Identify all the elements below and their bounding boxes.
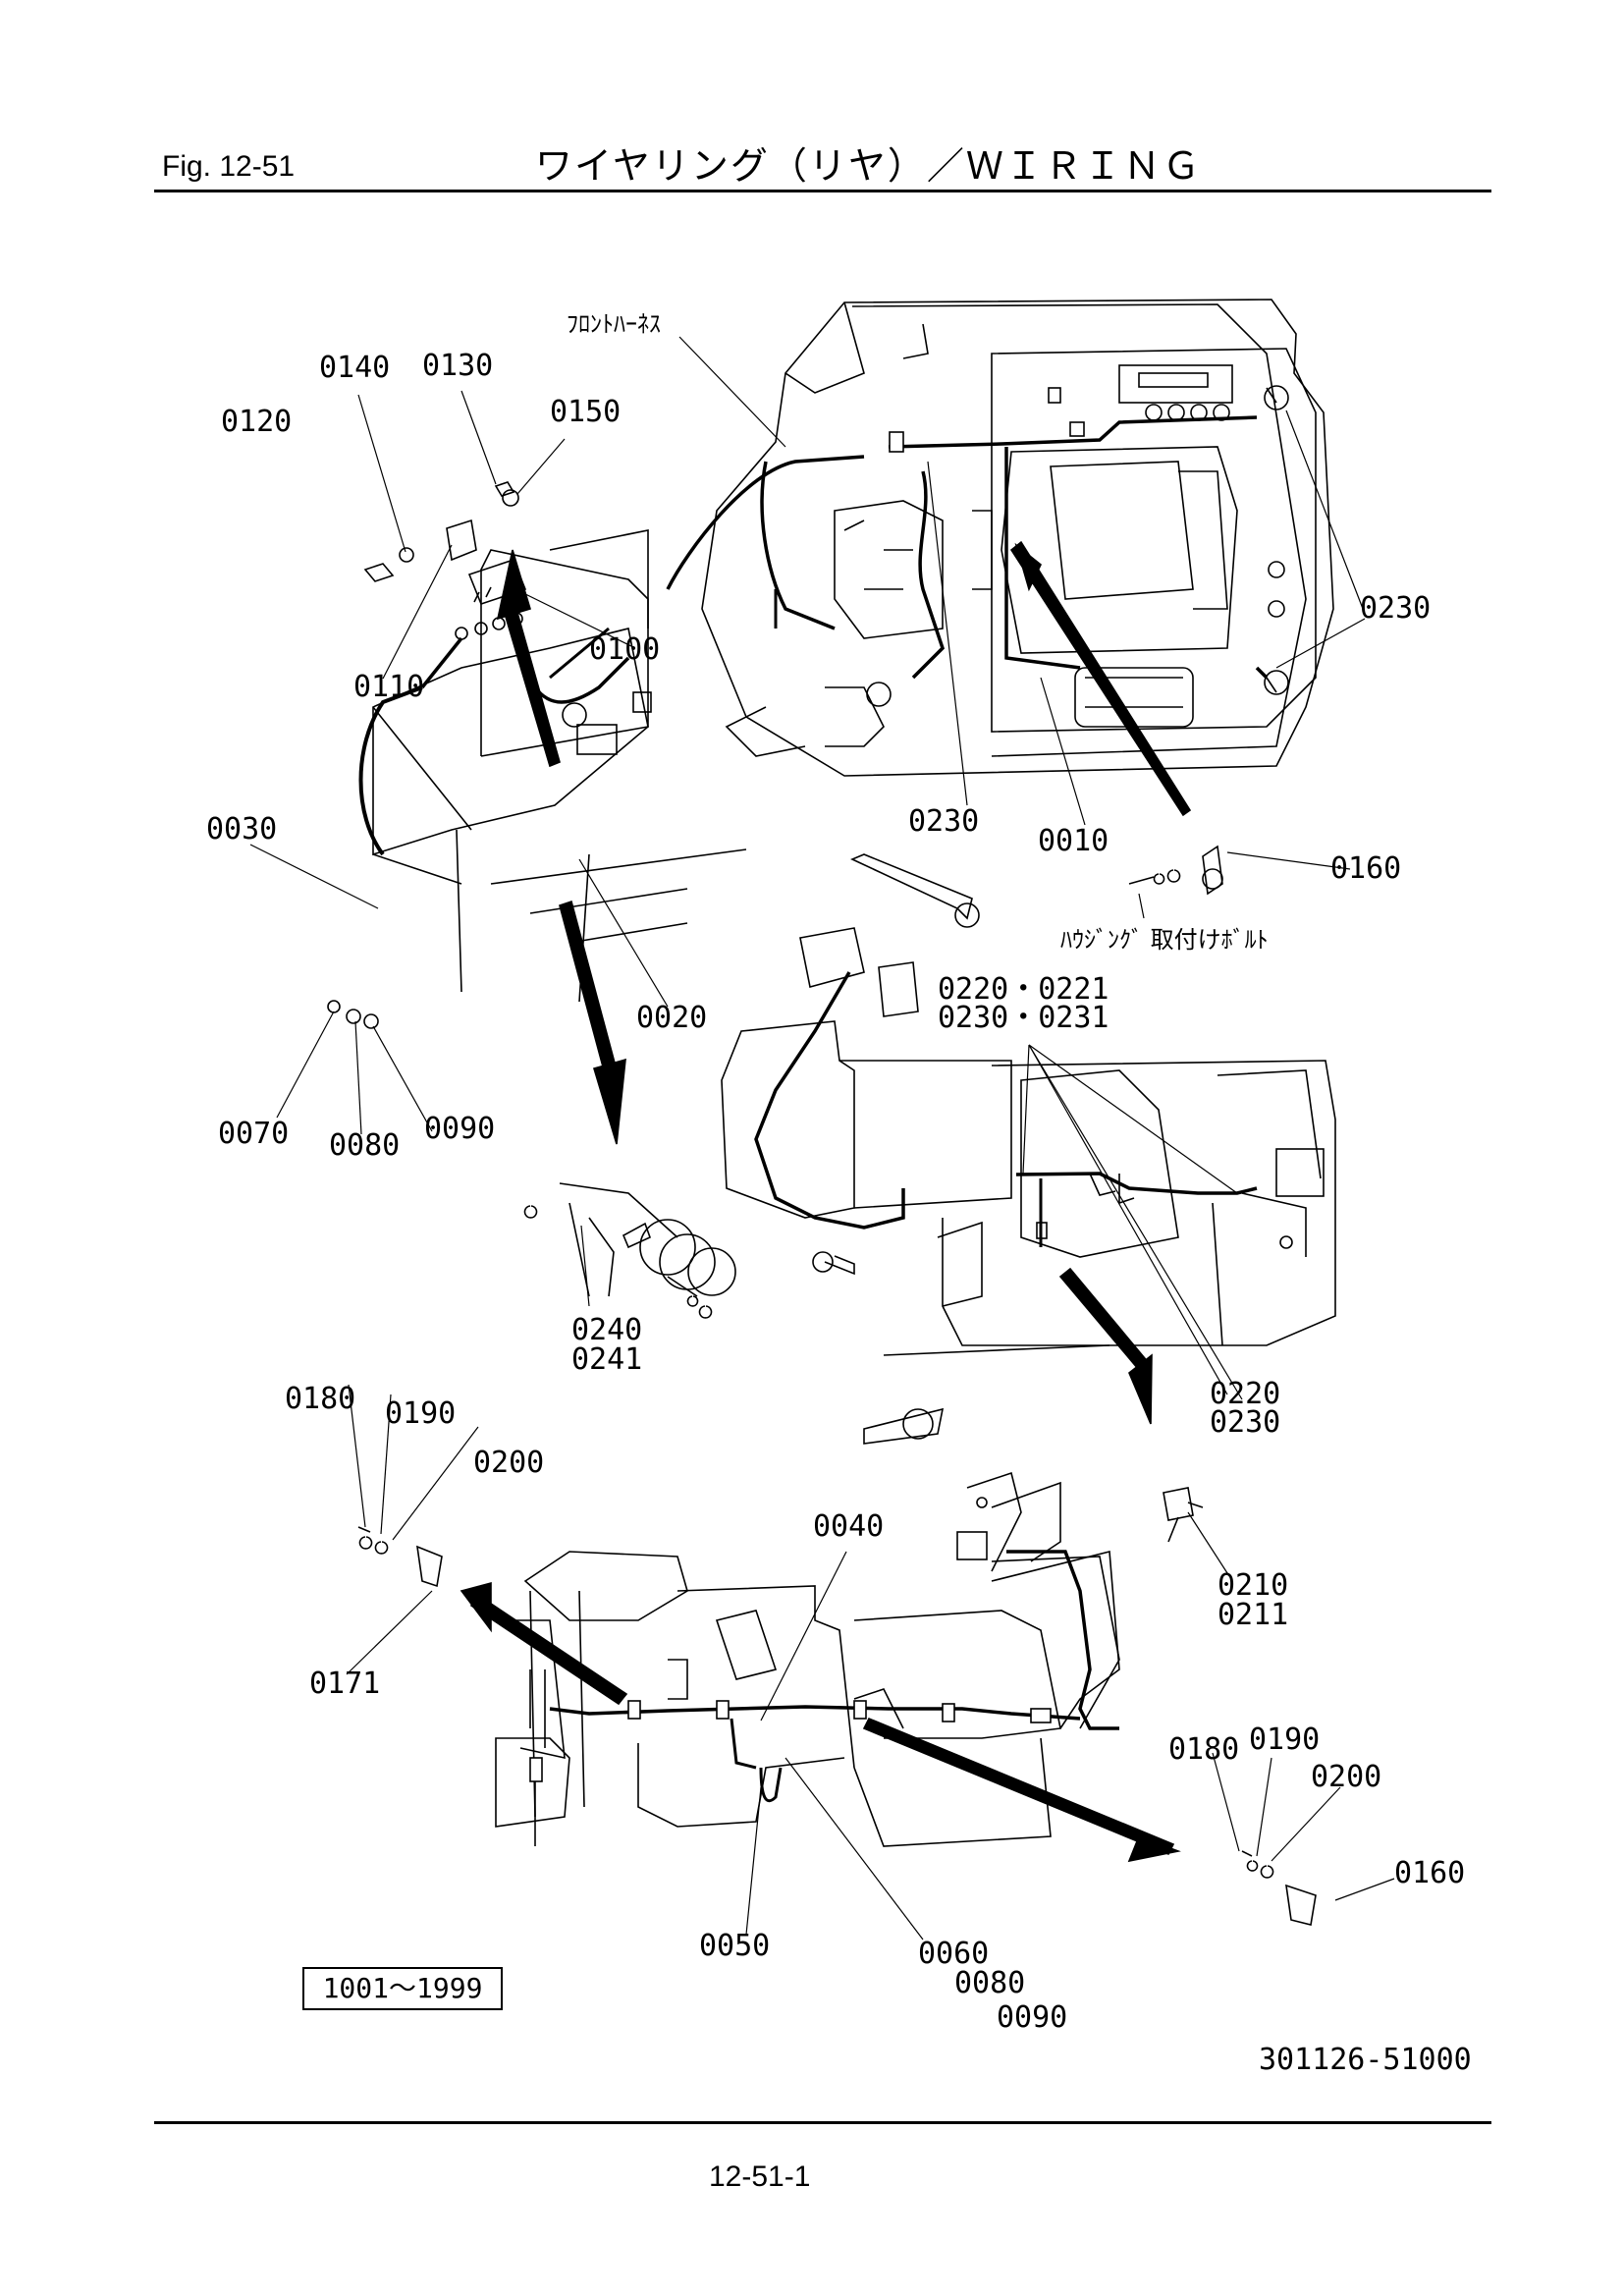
callout-0230-side: 0230: [1210, 1405, 1281, 1440]
callout-0230-0231: 0230・0231: [938, 1001, 1109, 1035]
callout-0100: 0100: [589, 632, 661, 667]
drawing-number: 301126-51000: [1259, 2043, 1472, 2077]
housing-bolt-label: ﾊｳｼﾞﾝｸﾞ 取付けﾎﾞﾙﾄ: [1060, 926, 1269, 954]
page-title: ワイヤリング（リヤ）／ＷＩＲＩＮＧ: [535, 144, 1202, 188]
footer-rule: [154, 2121, 1491, 2124]
battery-hardware: [327, 1000, 379, 1029]
top-view-tractor: [666, 299, 1334, 777]
serial-range-box: 1001～1999: [302, 1967, 503, 2010]
callout-0210: 0210: [1217, 1568, 1289, 1603]
view-arrow-down: [559, 900, 626, 1145]
bracket-0210: [1163, 1487, 1230, 1577]
header-rule: [154, 190, 1491, 192]
callout-0040: 0040: [813, 1509, 885, 1544]
page-number: 12-51-1: [709, 2160, 811, 2193]
relay-assembly: [363, 481, 527, 605]
bottom-tractor: [495, 1407, 1120, 1847]
callout-0200-right: 0200: [1311, 1760, 1382, 1794]
bottom-hardware: [357, 1526, 1317, 1926]
view-arrow-top: [1009, 540, 1192, 817]
callout-0150: 0150: [550, 395, 622, 429]
callout-0230-right: 0230: [1360, 591, 1432, 626]
view-arrow-bottom-right: [862, 1717, 1181, 1863]
top-leaders: [678, 336, 1366, 919]
callout-0070: 0070: [218, 1117, 290, 1151]
callout-0110: 0110: [353, 670, 425, 704]
view-arrow-side: [1058, 1267, 1153, 1425]
callout-0050: 0050: [699, 1929, 771, 1963]
callout-0190-left: 0190: [385, 1396, 457, 1431]
bottom-leaders: [346, 1384, 1395, 1941]
callout-0120: 0120: [221, 405, 293, 439]
starter-motor: [523, 1182, 736, 1319]
callout-0180-left: 0180: [285, 1382, 356, 1416]
bracket-0160: [1128, 845, 1223, 896]
battery-leaders: [249, 844, 669, 1307]
callout-0030: 0030: [206, 812, 278, 847]
callout-0080-top: 0080: [329, 1128, 401, 1163]
callout-0090-bottom: 0090: [997, 2000, 1068, 2035]
callout-0241: 0241: [571, 1342, 643, 1377]
callout-0140: 0140: [319, 351, 391, 385]
front-harness-label: ﾌﾛﾝﾄﾊｰﾈｽ: [567, 310, 661, 338]
view-arrow-up: [496, 549, 561, 768]
callout-0220: 0220: [1210, 1377, 1281, 1411]
battery-assembly: [358, 529, 747, 1003]
callout-0130: 0130: [422, 349, 494, 383]
callout-0060: 0060: [918, 1937, 990, 1971]
callout-0200-left: 0200: [473, 1446, 545, 1480]
side-view-tractor: [721, 853, 1336, 1356]
view-arrow-bottom-left: [460, 1581, 628, 1706]
relay-leaders: [357, 390, 634, 680]
callout-0180-right: 0180: [1168, 1732, 1240, 1767]
callout-0160-bottom: 0160: [1394, 1856, 1466, 1890]
callout-0160-top: 0160: [1330, 851, 1402, 886]
callout-0230-mid: 0230: [908, 804, 980, 839]
callout-0171: 0171: [309, 1667, 381, 1701]
callout-0211: 0211: [1217, 1598, 1289, 1632]
side-leaders: [1022, 1044, 1243, 1400]
callout-0090-top: 0090: [424, 1112, 496, 1146]
figure-number: Fig. 12-51: [162, 150, 296, 183]
callout-0190-right: 0190: [1249, 1722, 1321, 1757]
callout-0010: 0010: [1038, 824, 1109, 858]
callout-0240: 0240: [571, 1313, 643, 1347]
callout-0220-0221: 0220・0221: [938, 972, 1109, 1007]
callout-0020: 0020: [636, 1001, 708, 1035]
callout-0080-bottom: 0080: [954, 1966, 1026, 2000]
